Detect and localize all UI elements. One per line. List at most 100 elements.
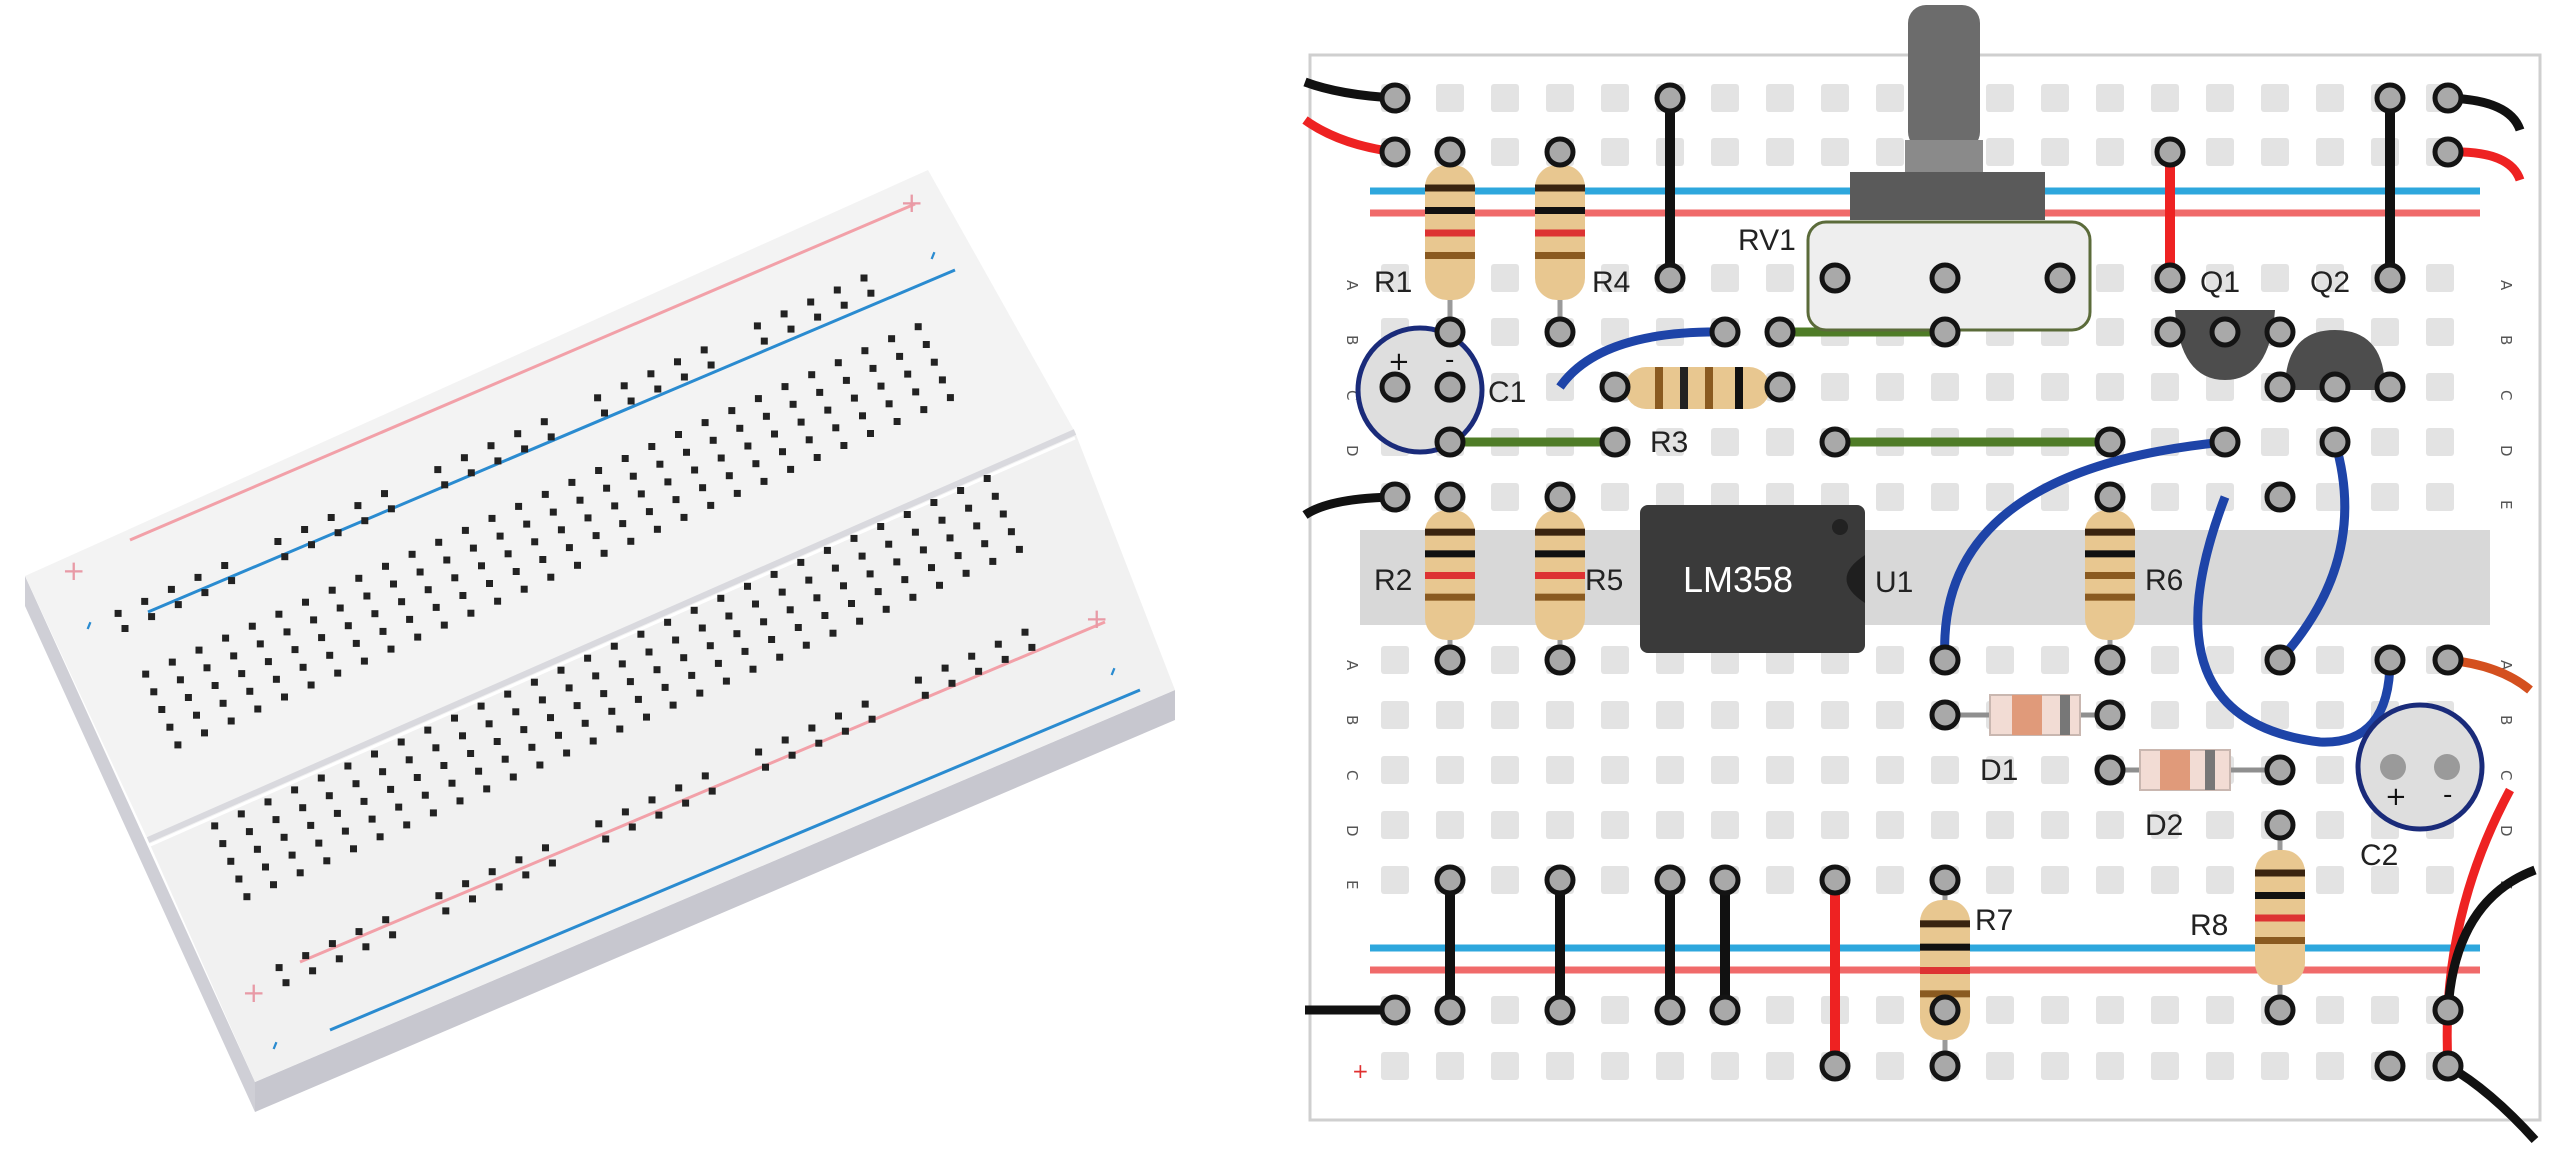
pin-dot bbox=[1929, 262, 1961, 294]
hole bbox=[280, 833, 288, 841]
hole bbox=[403, 821, 411, 829]
hole bbox=[1491, 756, 1519, 784]
hole bbox=[2261, 428, 2289, 456]
hole bbox=[302, 952, 310, 960]
diode-d1 bbox=[1945, 694, 2110, 736]
hole bbox=[999, 510, 1007, 518]
hole bbox=[834, 359, 842, 367]
hole bbox=[538, 696, 546, 704]
hole bbox=[1491, 264, 1519, 292]
wire-blue-q2-down bbox=[2276, 440, 2350, 664]
hole bbox=[435, 538, 443, 546]
hole bbox=[2151, 701, 2179, 729]
hole bbox=[592, 532, 600, 540]
hole bbox=[1821, 373, 1849, 401]
hole bbox=[869, 364, 877, 372]
hole bbox=[352, 780, 360, 788]
hole bbox=[797, 418, 805, 426]
hole bbox=[675, 784, 683, 792]
hole bbox=[2206, 84, 2234, 112]
hole bbox=[355, 928, 363, 936]
hole bbox=[1601, 1052, 1629, 1080]
hole bbox=[344, 762, 352, 770]
plus-mark-bottom-left: + bbox=[1352, 1059, 1369, 1083]
breadboard-side-left bbox=[25, 576, 255, 1112]
hole bbox=[946, 534, 954, 542]
hole bbox=[1766, 756, 1794, 784]
hole bbox=[424, 726, 432, 734]
hole bbox=[1601, 264, 1629, 292]
hole bbox=[565, 544, 573, 552]
hole bbox=[1821, 701, 1849, 729]
hole bbox=[1601, 646, 1629, 674]
pin-dot bbox=[1709, 316, 1741, 348]
hole bbox=[360, 797, 368, 805]
row-letter: E bbox=[2497, 500, 2515, 509]
hole bbox=[368, 815, 376, 823]
hole bbox=[928, 564, 935, 572]
row-letter: C bbox=[1343, 390, 1361, 400]
hole bbox=[2261, 264, 2289, 292]
hole bbox=[1436, 811, 1464, 839]
label-rv1: RV1 bbox=[1738, 224, 1796, 257]
hole bbox=[2096, 318, 2124, 346]
hole bbox=[222, 634, 230, 642]
hole bbox=[360, 657, 368, 665]
hole bbox=[1876, 701, 1904, 729]
hole bbox=[509, 773, 517, 781]
hole bbox=[645, 648, 653, 656]
hole bbox=[432, 744, 440, 752]
hole bbox=[1546, 811, 1574, 839]
hole bbox=[440, 621, 448, 629]
hole bbox=[326, 651, 334, 659]
hole bbox=[1381, 811, 1409, 839]
pin-dot bbox=[1929, 864, 1961, 896]
hole bbox=[557, 526, 565, 534]
hole bbox=[2371, 318, 2399, 346]
hole bbox=[1021, 628, 1029, 636]
hole bbox=[981, 540, 989, 548]
hole bbox=[467, 609, 475, 617]
hole bbox=[515, 502, 523, 510]
hole bbox=[461, 526, 469, 534]
hole bbox=[376, 833, 384, 841]
hole bbox=[771, 430, 778, 438]
hole bbox=[317, 774, 325, 782]
pin-dot bbox=[2154, 262, 2186, 294]
hole bbox=[709, 436, 717, 444]
hole bbox=[327, 514, 335, 521]
hole bbox=[893, 558, 901, 566]
hole bbox=[459, 592, 467, 599]
cap-c1-plus: + bbox=[1388, 347, 1410, 377]
row-letter: B bbox=[1343, 335, 1361, 345]
hole bbox=[334, 529, 342, 537]
hole bbox=[363, 592, 371, 600]
hole bbox=[821, 612, 829, 619]
hole bbox=[1876, 1052, 1904, 1080]
hole bbox=[831, 564, 839, 572]
hole bbox=[291, 646, 299, 654]
pin-dot bbox=[2374, 644, 2406, 676]
hole bbox=[1931, 811, 1959, 839]
pin-dot bbox=[2264, 644, 2296, 676]
hole bbox=[741, 647, 749, 655]
pin-dot bbox=[1654, 994, 1686, 1026]
hole bbox=[866, 570, 874, 578]
hole bbox=[341, 827, 349, 835]
hole bbox=[1546, 701, 1574, 729]
hole bbox=[938, 516, 946, 524]
row-letter: A bbox=[2497, 660, 2515, 671]
hole bbox=[1821, 84, 1849, 112]
hole bbox=[1711, 483, 1739, 511]
pin-dot bbox=[1434, 481, 1466, 513]
hole bbox=[541, 490, 549, 498]
row-letter: C bbox=[2497, 770, 2515, 780]
hole bbox=[1711, 811, 1739, 839]
hole bbox=[142, 670, 150, 678]
hole bbox=[653, 525, 661, 533]
hole bbox=[1711, 1052, 1739, 1080]
wire-blue-loop bbox=[2193, 495, 2395, 747]
resistor-r6 bbox=[2085, 490, 2135, 660]
hole bbox=[408, 550, 416, 558]
row-letter: B bbox=[2497, 335, 2515, 345]
